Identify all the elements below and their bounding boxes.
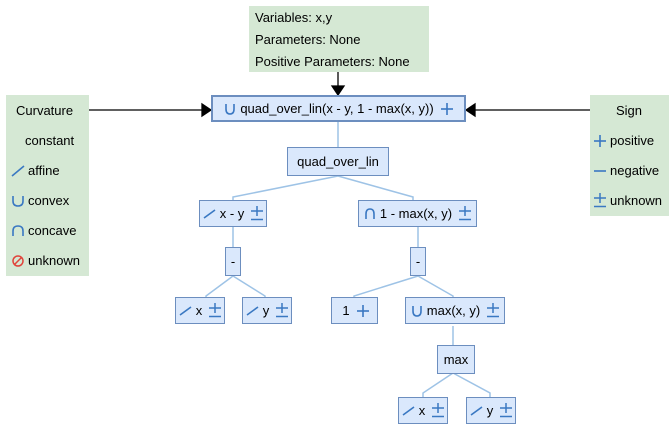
arrowhead-right bbox=[201, 102, 213, 118]
plus-minus-icon bbox=[208, 303, 222, 318]
variables-panel: Variables: x,y Parameters: None Positive… bbox=[249, 6, 429, 72]
tree-node-constant-one[interactable]: 1 bbox=[331, 297, 378, 324]
node-label: x - y bbox=[219, 206, 245, 221]
link-rminus-max bbox=[417, 275, 454, 297]
sign-item-negative: negative bbox=[593, 163, 659, 178]
tree-node-right-minus-op[interactable]: - bbox=[410, 247, 426, 276]
link-quad-left bbox=[232, 175, 339, 200]
affine-icon bbox=[10, 164, 26, 178]
plus-minus-icon bbox=[593, 193, 607, 208]
curvature-item-unknown: unknown bbox=[10, 253, 80, 268]
arrowhead-left bbox=[464, 102, 476, 118]
plus-minus-icon bbox=[431, 403, 445, 418]
tree-node-x-minus-y[interactable]: x - y bbox=[199, 200, 267, 227]
tree-node-y-right[interactable]: y bbox=[466, 397, 516, 424]
sign-item-positive: positive bbox=[593, 133, 654, 148]
link-quad-right bbox=[337, 175, 414, 200]
arrowhead-down bbox=[330, 85, 346, 97]
affine-icon bbox=[178, 304, 193, 318]
curvature-item-convex: convex bbox=[10, 193, 69, 208]
node-label: max(x, y) bbox=[426, 303, 481, 318]
plus-icon bbox=[440, 102, 454, 116]
node-label: 1 bbox=[342, 303, 350, 318]
parameters-text: Parameters: None bbox=[255, 32, 361, 47]
node-label: x bbox=[195, 303, 203, 318]
tree-node-x-right[interactable]: x bbox=[398, 397, 448, 424]
node-label: max bbox=[443, 352, 469, 367]
sign-title: Sign bbox=[616, 103, 643, 118]
affine-icon bbox=[245, 304, 260, 318]
tree-node-x-left[interactable]: x bbox=[175, 297, 225, 324]
plus-minus-icon bbox=[458, 206, 472, 221]
node-label: quad_over_lin bbox=[297, 154, 379, 169]
convex-icon bbox=[410, 304, 424, 318]
link-lminus-y bbox=[232, 275, 266, 297]
legend-label: constant bbox=[25, 133, 75, 148]
variables-text: Variables: x,y bbox=[255, 10, 333, 25]
legend-label: affine bbox=[28, 163, 60, 178]
link-op-x bbox=[422, 372, 454, 397]
tree-node-y-left[interactable]: y bbox=[242, 297, 292, 324]
sign-item-unknown: unknown bbox=[593, 193, 662, 208]
link-lminus-x bbox=[205, 275, 234, 297]
plus-minus-icon bbox=[486, 303, 500, 318]
plus-minus-icon bbox=[275, 303, 289, 318]
node-label: - bbox=[230, 254, 236, 269]
link-rminus-1 bbox=[353, 275, 419, 297]
curvature-title: Curvature bbox=[16, 103, 74, 118]
sign-legend: Sign positive negative unknown bbox=[590, 95, 669, 216]
legend-label: unknown bbox=[28, 253, 81, 268]
legend-label: concave bbox=[28, 223, 77, 238]
node-label: y bbox=[486, 403, 494, 418]
node-label: - bbox=[415, 254, 421, 269]
convex-icon bbox=[10, 194, 26, 208]
tree-node-left-minus-op[interactable]: - bbox=[225, 247, 241, 276]
plus-minus-icon bbox=[250, 206, 264, 221]
plus-icon bbox=[356, 304, 370, 318]
concave-icon bbox=[10, 224, 26, 238]
positive-parameters-text: Positive Parameters: None bbox=[255, 54, 410, 69]
curvature-legend: Curvature constant affine convex concave… bbox=[6, 95, 89, 276]
concave-icon bbox=[363, 207, 377, 221]
link-op-y bbox=[452, 372, 491, 397]
node-label: quad_over_lin(x - y, 1 - max(x, y)) bbox=[240, 101, 434, 116]
plus-minus-icon bbox=[499, 403, 513, 418]
affine-icon bbox=[469, 404, 484, 418]
legend-label: positive bbox=[610, 133, 655, 148]
tree-node-one-minus-max[interactable]: 1 - max(x, y) bbox=[358, 200, 477, 227]
curvature-item-constant: constant bbox=[25, 133, 74, 148]
tree-node-quad-over-lin[interactable]: quad_over_lin bbox=[287, 147, 389, 176]
legend-label: unknown bbox=[610, 193, 663, 208]
node-label: 1 - max(x, y) bbox=[379, 206, 453, 221]
convex-icon bbox=[223, 102, 237, 116]
tree-node-max-expr[interactable]: max(x, y) bbox=[405, 297, 505, 324]
affine-icon bbox=[202, 207, 217, 221]
unknown-curvature-icon bbox=[10, 254, 26, 268]
tree-node-root[interactable]: quad_over_lin(x - y, 1 - max(x, y)) bbox=[211, 95, 466, 122]
node-label: y bbox=[262, 303, 270, 318]
plus-icon bbox=[593, 134, 607, 148]
minus-icon bbox=[593, 164, 607, 178]
node-label: x bbox=[418, 403, 426, 418]
tree-node-max-op[interactable]: max bbox=[437, 345, 475, 374]
curvature-item-concave: concave bbox=[10, 223, 76, 238]
legend-label: convex bbox=[28, 193, 70, 208]
curvature-item-affine: affine bbox=[10, 163, 60, 178]
affine-icon bbox=[401, 404, 416, 418]
legend-label: negative bbox=[610, 163, 660, 178]
